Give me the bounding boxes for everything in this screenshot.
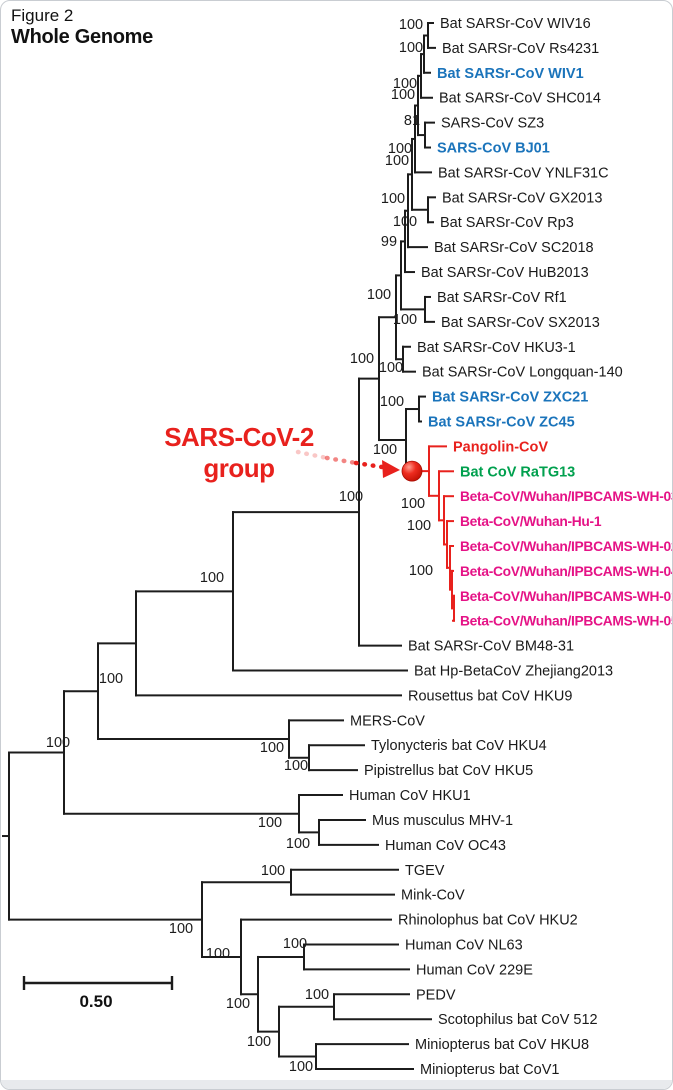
taxon-label: Bat SARSr-CoV Longquan-140 xyxy=(422,365,623,381)
taxon-label: Pangolin-CoV xyxy=(453,439,548,455)
taxon-label: Bat SARSr-CoV YNLF31C xyxy=(438,165,609,181)
taxon-label: Bat Hp-BetaCoV Zhejiang2013 xyxy=(414,664,613,680)
taxon-label: Bat SARSr-CoV Rp3 xyxy=(440,215,574,231)
arrowhead-icon xyxy=(382,460,400,478)
sars-cov-2-group-annotation: SARS-CoV-2 group xyxy=(148,422,330,484)
bottom-gray-band xyxy=(1,1080,672,1089)
bootstrap-value: 100 xyxy=(388,141,412,157)
bootstrap-value: 100 xyxy=(401,496,425,512)
taxon-label: MERS-CoV xyxy=(350,713,425,729)
taxon-label: Beta-CoV/Wuhan/IPBCAMS-WH-05 xyxy=(460,614,672,629)
taxon-label: Beta-CoV/Wuhan/IPBCAMS-WH-03 xyxy=(460,489,672,504)
taxon-label: Bat SARSr-CoV WIV1 xyxy=(437,66,584,82)
bootstrap-value: 100 xyxy=(206,946,230,962)
bootstrap-value: 100 xyxy=(46,735,70,751)
taxon-label: Bat SARSr-CoV WIV16 xyxy=(440,16,591,32)
bootstrap-value: 100 xyxy=(169,921,193,937)
taxon-label: Tylonycteris bat CoV HKU4 xyxy=(371,738,547,754)
bootstrap-value: 100 xyxy=(385,153,409,169)
bootstrap-value: 100 xyxy=(380,394,404,410)
sars-cov-2-group-arrow xyxy=(295,449,400,478)
taxon-label: Bat SARSr-CoV HKU3-1 xyxy=(417,340,576,356)
taxon-label: Miniopterus bat CoV HKU8 xyxy=(415,1037,589,1053)
taxon-label: Bat SARSr-CoV BM48-31 xyxy=(408,639,574,655)
taxon-label: Beta-CoV/Wuhan/IPBCAMS-WH-01 xyxy=(460,589,672,604)
bootstrap-value: 100 xyxy=(99,671,123,687)
bootstrap-value: 100 xyxy=(289,1059,313,1075)
taxon-label: Human CoV 229E xyxy=(416,962,533,978)
annotation-line1: SARS-CoV-2 xyxy=(164,422,314,452)
bootstrap-value: 100 xyxy=(373,442,397,458)
taxon-label: Beta-CoV/Wuhan-Hu-1 xyxy=(460,514,602,529)
bootstrap-value: 100 xyxy=(399,40,423,56)
taxon-label: Bat SARSr-CoV SX2013 xyxy=(441,315,600,331)
bootstrap-value: 100 xyxy=(409,563,433,579)
tree-branches xyxy=(2,22,455,1071)
taxon-label: Bat SARSr-CoV SHC014 xyxy=(439,91,601,107)
bootstrap-value: 100 xyxy=(393,76,417,92)
taxon-label: Bat CoV RaTG13 xyxy=(460,464,575,480)
figure-subtitle: Whole Genome xyxy=(11,26,153,48)
taxon-label: PEDV xyxy=(416,987,456,1003)
bootstrap-values: 1001001001008110010010010099100100100100… xyxy=(46,17,433,1075)
taxon-label: Beta-CoV/Wuhan/IPBCAMS-WH-04 xyxy=(460,564,672,579)
taxon-label: TGEV xyxy=(405,863,445,879)
annotation-line2: group xyxy=(203,453,275,483)
taxon-label: Mink-CoV xyxy=(401,888,465,904)
bootstrap-value: 100 xyxy=(305,987,329,1003)
figure-label: Figure 2 xyxy=(11,6,74,25)
taxon-label: Pipistrellus bat CoV HKU5 xyxy=(364,763,533,779)
bootstrap-value: 100 xyxy=(284,758,308,774)
taxon-label: Human CoV HKU1 xyxy=(349,788,471,804)
scale-bar-label: 0.50 xyxy=(79,992,113,1011)
bootstrap-value: 100 xyxy=(286,836,310,852)
taxon-label: Bat SARSr-CoV Rf1 xyxy=(437,290,567,306)
taxon-label: Bat SARSr-CoV GX2013 xyxy=(442,190,602,206)
bootstrap-value: 100 xyxy=(350,351,374,367)
taxon-label: Human CoV NL63 xyxy=(405,937,523,953)
taxon-label: Beta-CoV/Wuhan/IPBCAMS-WH-02 xyxy=(460,539,672,554)
taxon-label: Scotophilus bat CoV 512 xyxy=(438,1012,598,1028)
bootstrap-value: 100 xyxy=(226,996,250,1012)
bootstrap-value: 100 xyxy=(283,936,307,952)
bootstrap-value: 100 xyxy=(339,489,363,505)
figure-title-block: Figure 2 Whole Genome xyxy=(11,6,153,48)
taxon-label: Miniopterus bat CoV1 xyxy=(420,1062,559,1078)
bootstrap-value: 100 xyxy=(407,518,431,534)
taxon-label: Bat SARSr-CoV ZC45 xyxy=(428,414,575,430)
bootstrap-value: 100 xyxy=(379,360,403,376)
taxon-label: Bat SARSr-CoV HuB2013 xyxy=(421,265,589,281)
bootstrap-value: 100 xyxy=(391,87,415,103)
bootstrap-value: 100 xyxy=(381,191,405,207)
taxon-label: Bat SARSr-CoV ZXC21 xyxy=(432,390,588,406)
bootstrap-value: 100 xyxy=(200,570,224,586)
bootstrap-value: 100 xyxy=(367,287,391,303)
sars-cov-2-node-dot xyxy=(401,460,423,482)
bootstrap-value: 81 xyxy=(404,113,420,129)
bootstrap-value: 100 xyxy=(393,214,417,230)
taxon-label: Bat SARSr-CoV SC2018 xyxy=(434,240,594,256)
taxon-label: Rousettus bat CoV HKU9 xyxy=(408,688,572,704)
taxon-label: Mus musculus MHV-1 xyxy=(372,813,513,829)
taxon-label: SARS-CoV BJ01 xyxy=(437,141,550,157)
taxon-label: Human CoV OC43 xyxy=(385,838,506,854)
bootstrap-value: 100 xyxy=(393,312,417,328)
taxon-label: Rhinolophus bat CoV HKU2 xyxy=(398,913,578,929)
taxon-label: SARS-CoV SZ3 xyxy=(441,116,544,132)
scale-bar xyxy=(22,976,174,990)
bootstrap-value: 100 xyxy=(260,740,284,756)
taxon-label: Bat SARSr-CoV Rs4231 xyxy=(442,41,599,57)
bootstrap-value: 100 xyxy=(261,863,285,879)
bootstrap-value: 100 xyxy=(247,1034,271,1050)
bootstrap-value: 100 xyxy=(258,815,282,831)
bootstrap-value: 99 xyxy=(381,234,397,250)
bootstrap-value: 100 xyxy=(399,17,423,33)
sars-cov-2-group-node xyxy=(401,460,423,482)
